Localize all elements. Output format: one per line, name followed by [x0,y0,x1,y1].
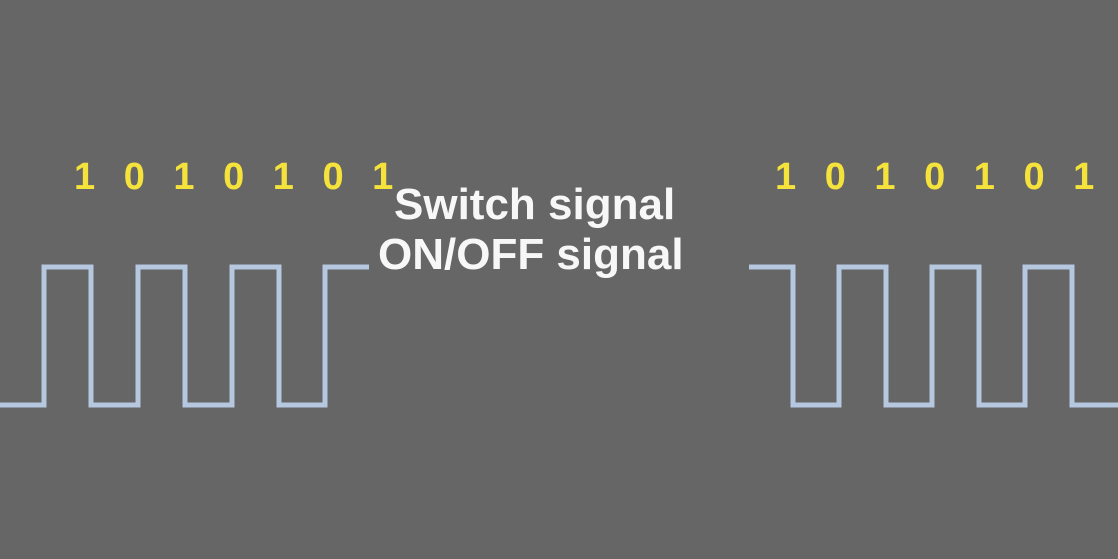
switch-signal-label: Switch signal [394,180,676,229]
binary-sequence-right: 1 0 1 0 1 0 1 [775,156,1104,198]
waveform-right [749,264,1118,408]
binary-sequence-left: 1 0 1 0 1 0 1 [74,156,403,198]
signal-label-group: Switch signal ON/OFF signal [378,180,744,280]
onoff-signal-label: ON/OFF signal [378,230,684,280]
waveform-left [0,264,369,408]
